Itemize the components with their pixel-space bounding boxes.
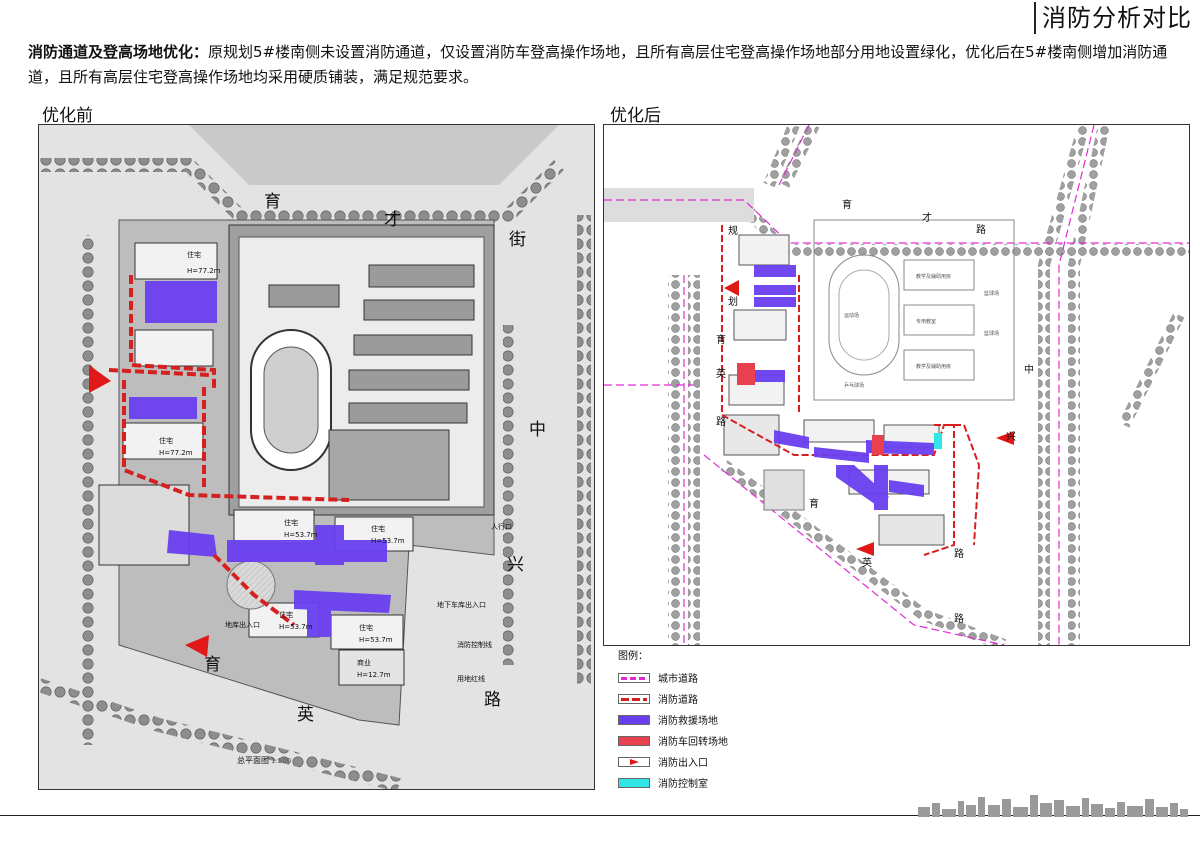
before-site-plan: 育 才 街 中 兴 路 育 英 住宅 H=77.2m 住宅 H=77.2m 住宅… bbox=[38, 124, 595, 790]
misc-label-4: 用地红线 bbox=[457, 674, 485, 683]
description-body: 原规划5#楼南侧未设置消防通道，仅设置消防车登高操作场地，且所有高层住宅登高操作… bbox=[28, 43, 1168, 86]
legend-label: 消防道路 bbox=[658, 695, 698, 706]
after-road-char-5: 兴 bbox=[1006, 431, 1016, 443]
road-char-3: 街 bbox=[509, 230, 526, 250]
after-road-char-3: 路 bbox=[976, 223, 986, 236]
building-height-2: H=77.2m bbox=[159, 449, 193, 457]
road-char-6: 路 bbox=[484, 690, 501, 710]
control-room-swatch-icon bbox=[618, 777, 650, 788]
after-side-char-3: 路 bbox=[716, 415, 726, 428]
misc-label-1: 人行口 bbox=[491, 522, 512, 531]
after-site-plan: 育 才 路 中 兴 路 育 英 路 育 英 路 规 划 运动场 教学及辅助用房 … bbox=[603, 124, 1190, 646]
plan-caption: 总平面图 bbox=[237, 755, 269, 765]
misc-label-5: 地库出入口 bbox=[225, 620, 260, 629]
after-road-char-9: 路 bbox=[954, 612, 964, 625]
legend-item-rescue-area: 消防救援场地 bbox=[618, 709, 818, 730]
rescue-area-swatch-icon bbox=[618, 714, 650, 725]
after-road-char-8: 英 bbox=[862, 556, 872, 569]
page-title: 消防分析对比 bbox=[1034, 2, 1192, 34]
building-label-3: 住宅 bbox=[284, 518, 298, 527]
legend-item-control-room: 消防控制室 bbox=[618, 772, 818, 793]
after-side-char-2: 英 bbox=[716, 367, 726, 380]
after-road-char-1: 育 bbox=[842, 198, 852, 211]
after-road-char-7: 育 bbox=[809, 497, 819, 510]
city-road-swatch-icon bbox=[618, 672, 650, 683]
legend-label: 消防控制室 bbox=[658, 779, 708, 790]
building-height-5: H=53.7m bbox=[279, 623, 313, 631]
building-height-1: H=77.2m bbox=[187, 267, 221, 275]
footer-divider bbox=[0, 815, 1200, 816]
legend-label: 消防救援场地 bbox=[658, 716, 718, 727]
road-char-5: 兴 bbox=[507, 555, 524, 575]
after-road-char-2: 才 bbox=[922, 211, 932, 224]
before-label: 优化前 bbox=[42, 106, 93, 126]
after-side-char-5: 划 bbox=[728, 295, 738, 308]
skyline-decoration-icon bbox=[918, 795, 1188, 817]
fire-road-swatch-icon bbox=[618, 693, 650, 704]
legend-item-fire-road: 消防道路 bbox=[618, 688, 818, 709]
description-lead: 消防通道及登高场地优化： bbox=[28, 43, 209, 61]
after-side-char-4: 规 bbox=[728, 224, 738, 237]
building-label-7: 商业 bbox=[357, 658, 371, 667]
building-label-2: 住宅 bbox=[159, 436, 173, 445]
after-misc-4: 教学及辅助用房 bbox=[916, 363, 951, 370]
legend-item-entry: 消防出入口 bbox=[618, 751, 818, 772]
legend: 图例： 城市道路 消防道路 消防救援场地 消防车回转场地 消防出入口 消防控制室 bbox=[618, 647, 818, 793]
misc-label-2: 地下车库出入口 bbox=[437, 600, 486, 609]
legend-label: 消防车回转场地 bbox=[658, 737, 728, 748]
building-height-6: H=53.7m bbox=[359, 636, 393, 644]
building-label-1: 住宅 bbox=[187, 250, 201, 259]
after-misc-3: 专用教室 bbox=[916, 318, 936, 325]
building-height-7: H=12.7m bbox=[357, 671, 391, 679]
building-height-3: H=53.7m bbox=[284, 531, 318, 539]
after-road-char-6: 路 bbox=[954, 547, 964, 560]
after-side-char-1: 育 bbox=[716, 333, 726, 346]
legend-title: 图例： bbox=[618, 651, 648, 662]
misc-label-3: 消防控制线 bbox=[457, 640, 492, 649]
after-misc-1: 运动场 bbox=[844, 312, 859, 319]
building-label-6: 住宅 bbox=[359, 623, 373, 632]
road-char-7: 育 bbox=[204, 655, 221, 675]
entry-arrow-icon bbox=[618, 756, 650, 767]
after-misc-2: 教学及辅助用房 bbox=[916, 273, 951, 280]
turnaround-swatch-icon bbox=[618, 735, 650, 746]
road-char-2: 才 bbox=[384, 210, 401, 230]
building-label-4: 住宅 bbox=[371, 524, 385, 533]
after-misc-6: 篮球场 bbox=[984, 290, 999, 297]
after-misc-7: 篮球场 bbox=[984, 330, 999, 337]
road-char-4: 中 bbox=[529, 420, 546, 440]
legend-label: 城市道路 bbox=[658, 674, 698, 685]
road-char-8: 英 bbox=[297, 705, 314, 725]
after-label: 优化后 bbox=[610, 106, 661, 126]
legend-item-turnaround: 消防车回转场地 bbox=[618, 730, 818, 751]
after-road-char-4: 中 bbox=[1024, 363, 1034, 376]
plan-scale: 1:500 bbox=[271, 757, 291, 765]
road-char-1: 育 bbox=[264, 192, 281, 212]
legend-label: 消防出入口 bbox=[658, 758, 708, 769]
description: 消防通道及登高场地优化：原规划5#楼南侧未设置消防通道，仅设置消防车登高操作场地… bbox=[28, 40, 1178, 90]
building-height-4: H=53.7m bbox=[371, 537, 405, 545]
after-misc-5: 乒乓球场 bbox=[844, 382, 864, 389]
building-label-5: 住宅 bbox=[279, 610, 293, 619]
legend-item-city-road: 城市道路 bbox=[618, 667, 818, 688]
